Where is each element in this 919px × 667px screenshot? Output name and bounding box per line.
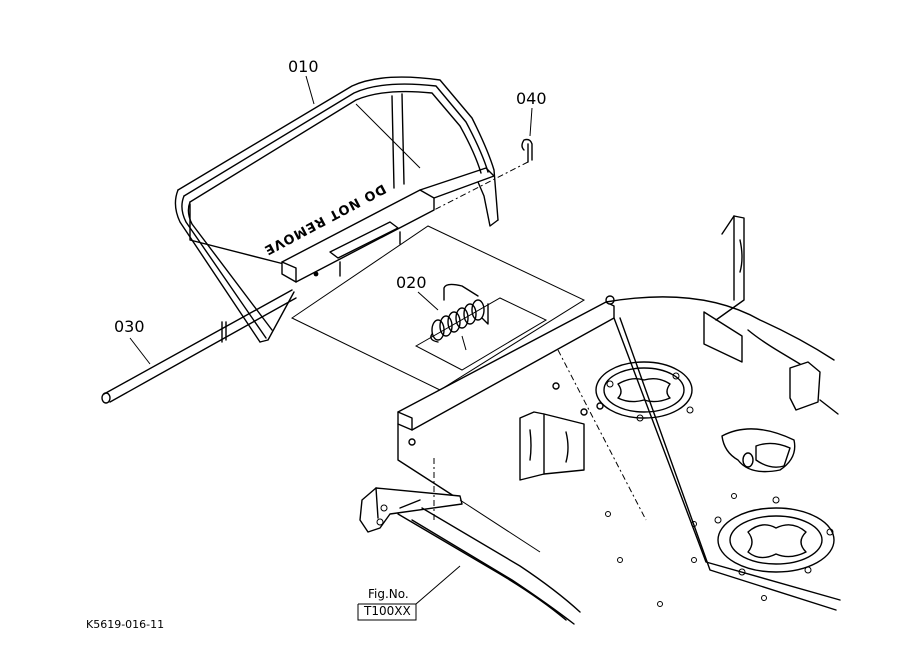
- callout-030: 030: [114, 317, 145, 336]
- diagram-code: K5619-016-11: [86, 618, 164, 631]
- callout-040-leader: [529, 107, 533, 137]
- callout-020: 020: [396, 273, 427, 292]
- pin-part: [433, 138, 533, 211]
- callout-010-leader: [305, 75, 315, 105]
- callout-040: 040: [516, 89, 547, 108]
- grass-guard-cover: DO NOT REMOVE: [174, 76, 499, 343]
- figure-label: Fig.No.: [368, 587, 409, 601]
- rod-part: [101, 289, 297, 404]
- rod-leader: [129, 337, 151, 365]
- figure-number: T100XX: [363, 604, 411, 618]
- callout-020-leader: [417, 291, 439, 311]
- mower-deck: [359, 215, 841, 625]
- figure-number-box: Fig.No. T100XX: [357, 565, 461, 621]
- spring-part: [430, 283, 489, 351]
- callout-010: 010: [288, 57, 319, 76]
